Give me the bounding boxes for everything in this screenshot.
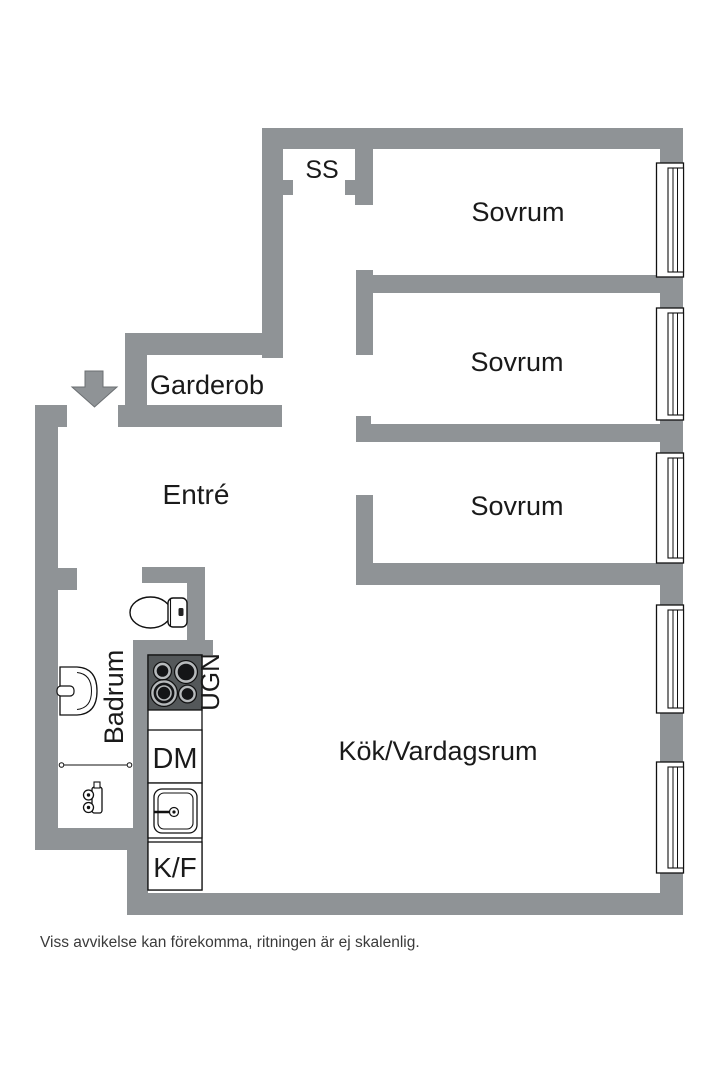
wall-segment [256, 417, 282, 427]
wall-segment [660, 275, 683, 308]
dishwasher-box [147, 729, 203, 784]
wall-segment [356, 270, 373, 355]
wall-segment [133, 640, 148, 893]
wall-segment [660, 563, 683, 605]
wall-segment [125, 333, 282, 355]
wall-segment [187, 583, 205, 642]
wall-segment [142, 567, 205, 583]
wall-segment [660, 713, 683, 762]
wall-segment [127, 893, 683, 915]
windows [655, 162, 685, 874]
shower-divider-line [58, 762, 133, 768]
label-ugn: UGN [195, 653, 225, 711]
wall-segment [58, 568, 77, 590]
disclaimer-text: Viss avvikelse kan förekomma, ritningen … [40, 934, 420, 951]
shower-mixer-icon [82, 781, 103, 814]
wall-segment [133, 640, 213, 655]
entrance-arrow-icon [70, 370, 119, 408]
wall-segment [58, 405, 67, 427]
kitchen-counter [147, 654, 203, 891]
wall-segment [356, 416, 371, 442]
label-kf: K/F [153, 852, 197, 883]
window-icon [655, 604, 685, 714]
window-icon [655, 761, 685, 874]
wall-segment [660, 149, 683, 163]
label-dm: DM [152, 743, 197, 775]
label-entre: Entré [163, 479, 230, 510]
wall-segment [35, 405, 58, 850]
wall-segment [660, 420, 683, 453]
wall-segment [356, 495, 373, 585]
wall-segment [345, 180, 355, 195]
label-badrum: Badrum [99, 650, 129, 745]
walls [35, 128, 683, 915]
wall-segment [35, 828, 135, 850]
wall-segment [366, 275, 660, 293]
label-sovrum-1: Sovrum [471, 197, 564, 227]
label-kok-vardagsrum: Kök/Vardagsrum [338, 736, 537, 766]
window-icon [655, 162, 685, 278]
wall-segment [355, 149, 373, 205]
stove-icon [147, 654, 203, 711]
room-labels: SS Sovrum Sovrum Sovrum Garderob Entré K… [99, 156, 565, 883]
wall-segment [283, 180, 293, 195]
kitchen-sink-icon [147, 782, 203, 839]
label-sovrum-3: Sovrum [470, 491, 563, 521]
wall-segment [262, 128, 683, 149]
wall-segment [366, 563, 660, 585]
toilet-icon [129, 596, 188, 629]
label-sovrum-2: Sovrum [470, 347, 563, 377]
label-ss: SS [305, 156, 338, 184]
wall-segment [125, 333, 147, 427]
label-garderob: Garderob [150, 370, 264, 400]
bathroom-sink-icon [56, 666, 98, 716]
fridge-freezer-box [147, 841, 203, 891]
wall-segment [366, 424, 660, 442]
wall-segment [118, 405, 282, 427]
window-icon [655, 452, 685, 564]
wall-segment [660, 873, 683, 915]
wall-segment [262, 128, 283, 358]
window-icon [655, 307, 685, 421]
wall-segment [256, 333, 282, 343]
